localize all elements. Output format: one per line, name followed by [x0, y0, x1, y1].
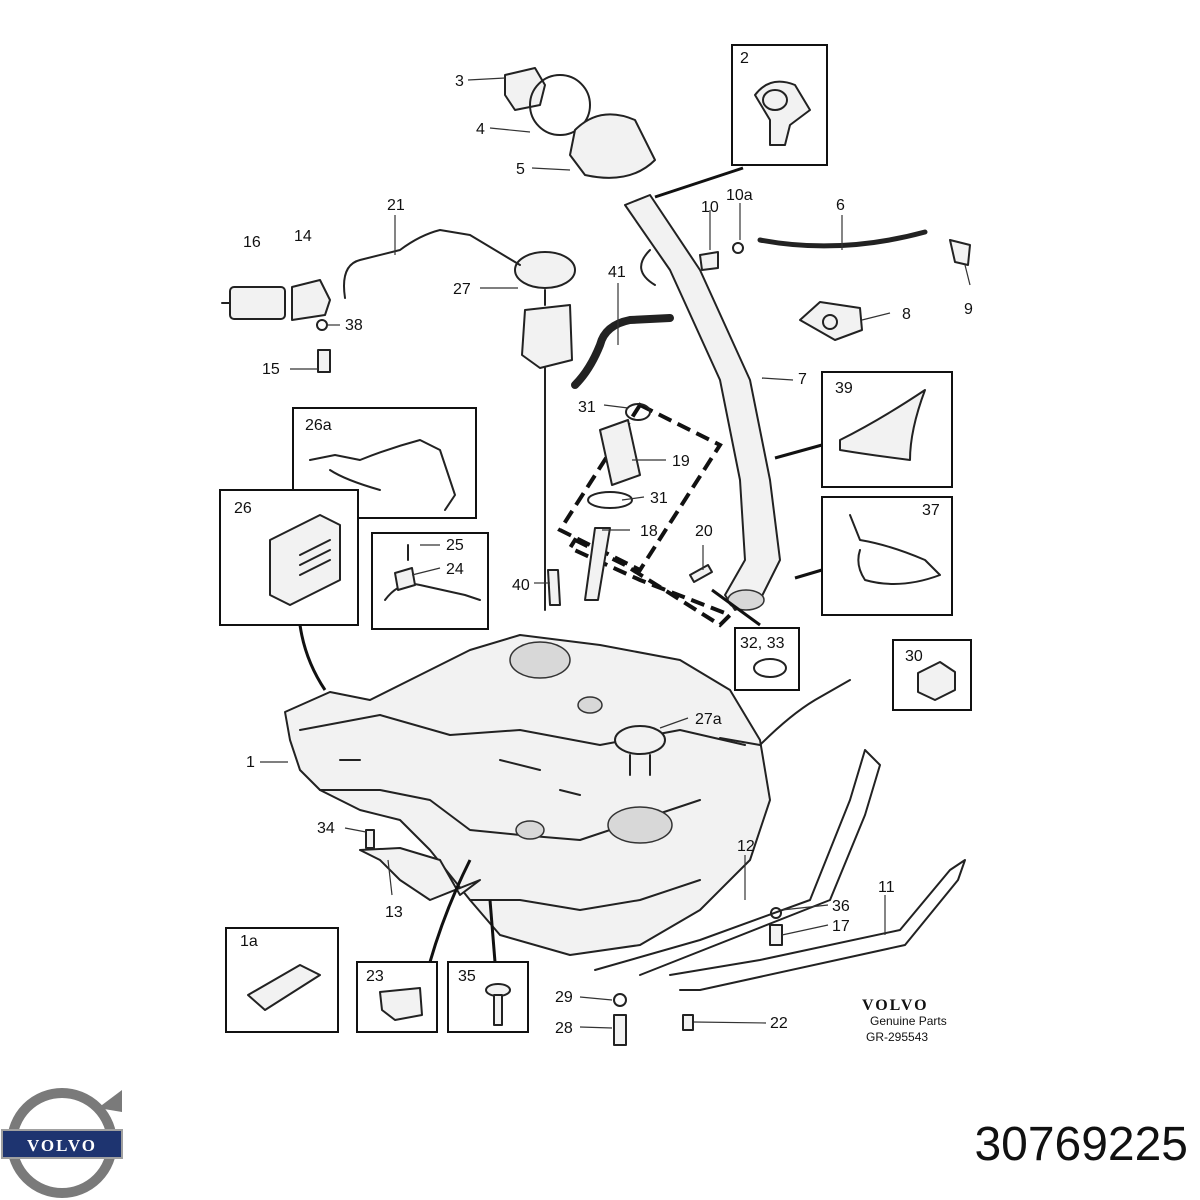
part-labels: 3 4 5 2 21 16 14 27 38 15 41 10 10a 6 9 …	[234, 50, 973, 1037]
label-29: 29	[555, 989, 573, 1006]
box-part-1a	[225, 927, 339, 1033]
label-11: 11	[878, 879, 895, 896]
label-35: 35	[458, 968, 476, 985]
label-10a: 10a	[726, 187, 753, 204]
label-5: 5	[516, 161, 525, 178]
label-38: 38	[345, 317, 363, 334]
label-9: 9	[964, 301, 973, 318]
logo-text: VOLVO	[27, 1136, 97, 1155]
caption-logo: VOLVO	[862, 997, 929, 1014]
tank-wiring	[719, 679, 851, 746]
dashed-boundary	[557, 402, 723, 573]
label-36: 36	[832, 898, 850, 915]
label-32-33: 32, 33	[740, 635, 785, 652]
fuel-filter-16	[221, 279, 331, 373]
label-18: 18	[640, 523, 658, 540]
label-14: 14	[294, 228, 312, 245]
label-20: 20	[695, 523, 713, 540]
fuel-tank	[284, 634, 771, 956]
filler-neck	[624, 194, 781, 611]
label-1: 1	[246, 754, 255, 771]
pointer-arrows	[298, 166, 823, 963]
logo-band	[1, 1129, 123, 1159]
label-23: 23	[366, 968, 384, 985]
box-part-24	[371, 532, 489, 630]
label-15: 15	[262, 361, 280, 378]
label-10: 10	[701, 199, 719, 216]
heat-shield-13	[359, 847, 481, 901]
fuel-pump-27	[514, 251, 576, 611]
label-25: 25	[446, 537, 464, 554]
label-7: 7	[798, 371, 807, 388]
vent-hose-6	[699, 229, 971, 271]
box-part-26	[219, 489, 359, 626]
label-8: 8	[902, 306, 911, 323]
hose-41	[571, 314, 674, 389]
label-28: 28	[555, 1020, 573, 1037]
caption-line1: Genuine Parts	[870, 1014, 947, 1028]
fasteners	[365, 829, 783, 1046]
caption-line2: GR-295543	[866, 1030, 928, 1044]
straps	[594, 749, 966, 991]
label-39: 39	[835, 380, 853, 397]
label-12: 12	[737, 838, 755, 855]
label-4: 4	[476, 121, 485, 138]
box-part-2	[731, 44, 828, 166]
label-6: 6	[836, 197, 845, 214]
label-22: 22	[770, 1015, 788, 1032]
label-31-lower: 31	[650, 490, 668, 507]
box-part-39	[821, 371, 953, 488]
leader-lines	[260, 77, 971, 1029]
label-13: 13	[385, 904, 403, 921]
dashed-boundary-lower	[567, 537, 734, 628]
label-40: 40	[512, 577, 530, 594]
label-37: 37	[922, 502, 940, 519]
part-number: 30769225	[974, 1118, 1188, 1171]
label-1a: 1a	[240, 933, 258, 950]
filler-cap-parts	[504, 67, 656, 179]
box-part-35	[447, 961, 529, 1033]
label-26a: 26a	[305, 417, 332, 434]
label-31-upper: 31	[578, 399, 596, 416]
label-34: 34	[317, 820, 335, 837]
label-41: 41	[608, 264, 626, 281]
label-27: 27	[453, 281, 471, 298]
box-part-37	[821, 496, 953, 616]
box-part-26a	[292, 407, 477, 519]
label-26: 26	[234, 500, 252, 517]
fuel-line-21	[343, 229, 521, 299]
box-part-30	[892, 639, 972, 711]
logo-arrow-icon	[98, 1090, 122, 1112]
label-21: 21	[387, 197, 405, 214]
box-part-23	[356, 961, 438, 1033]
genuine-parts-caption: VOLVO Genuine Parts GR-295543	[862, 997, 947, 1044]
filler-pipe-parts	[547, 403, 713, 606]
label-24: 24	[446, 561, 464, 578]
label-27a: 27a	[695, 711, 722, 728]
label-17: 17	[832, 918, 850, 935]
box-part-32-33	[734, 627, 800, 691]
volvo-logo: VOLVO	[1, 1088, 123, 1198]
label-19: 19	[672, 453, 690, 470]
label-16: 16	[243, 234, 261, 251]
label-30: 30	[905, 648, 923, 665]
label-3: 3	[455, 73, 464, 90]
part-8	[799, 301, 863, 341]
label-2: 2	[740, 50, 749, 67]
sender-27a	[614, 725, 666, 776]
